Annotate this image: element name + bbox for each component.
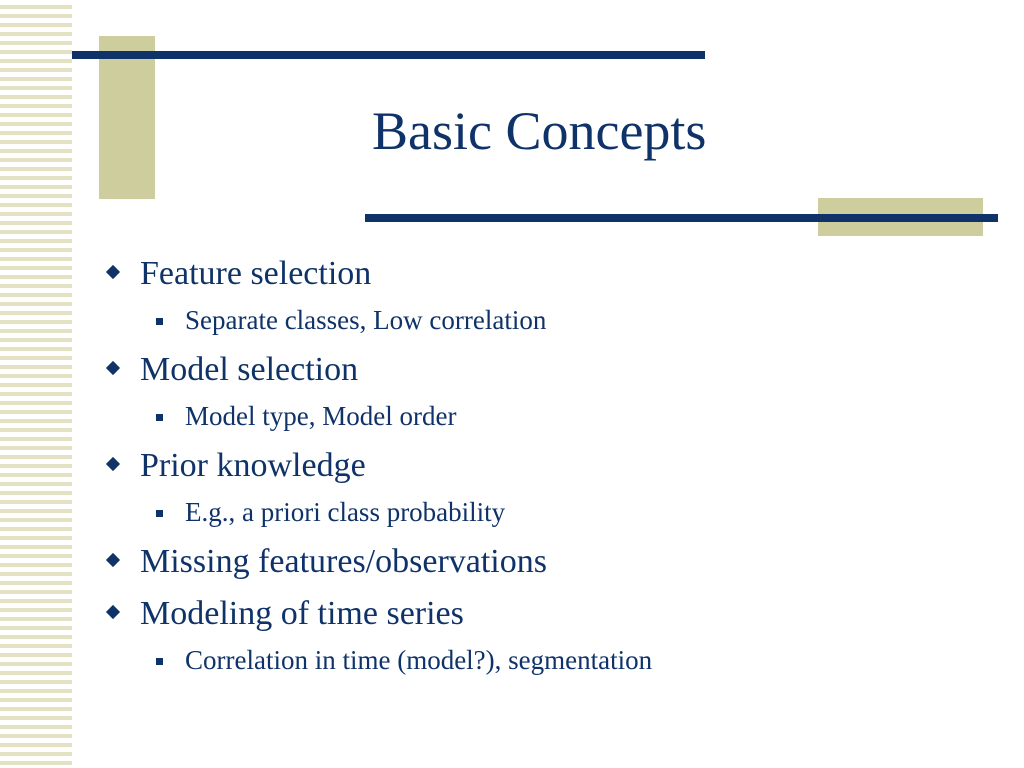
bullet-text: Missing features/observations — [140, 543, 547, 580]
bullet-item: Model selection — [103, 346, 983, 394]
sub-bullet-item: Separate classes, Low correlation — [103, 298, 983, 342]
diamond-bullet-icon — [105, 604, 121, 620]
bullet-item: Prior knowledge — [103, 442, 983, 490]
sub-bullet-item: Model type, Model order — [103, 394, 983, 438]
sub-bullet-text: E.g., a priori class probability — [185, 497, 506, 527]
diamond-bullet-icon — [105, 360, 121, 376]
sub-bullet-text: Correlation in time (model?), segmentati… — [185, 645, 653, 675]
slide-title: Basic Concepts — [372, 101, 707, 161]
bullet-list: Feature selection Separate classes, Low … — [103, 250, 983, 682]
decorative-tan-block-left — [99, 36, 155, 199]
square-bullet-icon — [156, 658, 163, 665]
title-rule-bottom — [365, 214, 998, 222]
bullet-item: Modeling of time series — [103, 590, 983, 638]
square-bullet-icon — [156, 510, 163, 517]
diamond-bullet-icon — [105, 264, 121, 280]
diamond-bullet-icon — [105, 552, 121, 568]
bullet-text: Feature selection — [140, 255, 372, 292]
bullet-text: Model selection — [140, 351, 359, 388]
square-bullet-icon — [156, 318, 163, 325]
bullet-item: Feature selection — [103, 250, 983, 298]
square-bullet-icon — [156, 414, 163, 421]
bullet-text: Prior knowledge — [140, 447, 366, 484]
sub-bullet-item: Correlation in time (model?), segmentati… — [103, 638, 983, 682]
decorative-stripes — [0, 0, 72, 768]
bullet-text: Modeling of time series — [140, 595, 464, 632]
title-rule-top — [72, 51, 705, 59]
sub-bullet-text: Model type, Model order — [185, 401, 457, 431]
sub-bullet-text: Separate classes, Low correlation — [185, 305, 547, 335]
bullet-item: Missing features/observations — [103, 538, 983, 586]
sub-bullet-item: E.g., a priori class probability — [103, 490, 983, 534]
diamond-bullet-icon — [105, 456, 121, 472]
